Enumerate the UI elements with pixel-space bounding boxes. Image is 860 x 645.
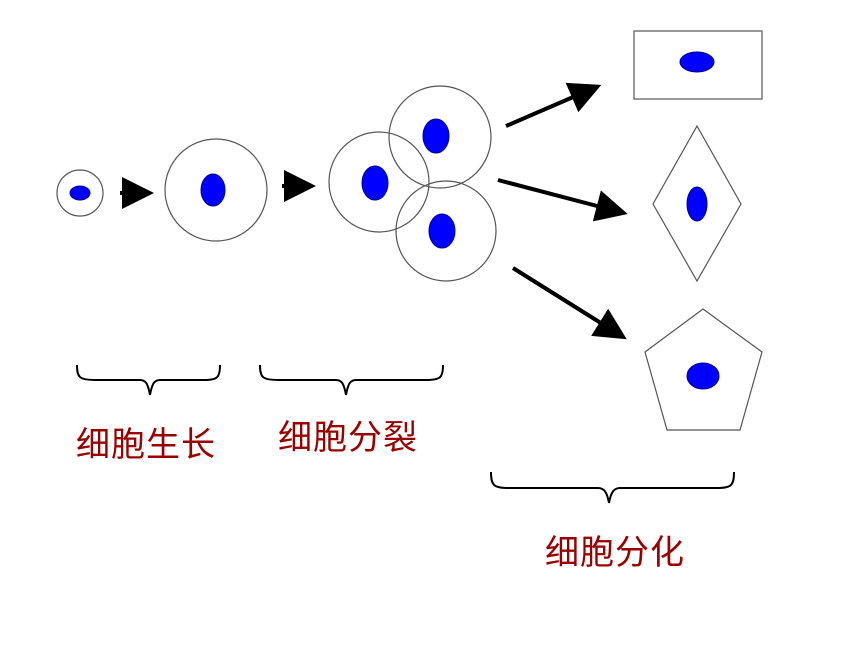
differentiation-arrow-top bbox=[505, 82, 602, 128]
differentiation-label: 细胞分化 bbox=[545, 533, 685, 573]
grown-cell-nucleus bbox=[200, 173, 226, 207]
differentiation-arrow-bottom bbox=[511, 266, 627, 340]
diamond-cell bbox=[652, 124, 742, 283]
growth-label: 细胞生长 bbox=[76, 425, 216, 465]
dividing-cells bbox=[328, 85, 497, 282]
small-cell bbox=[56, 169, 104, 217]
division-brace bbox=[259, 364, 444, 396]
rectangle-cell-nucleus bbox=[679, 51, 715, 73]
rectangle-cell bbox=[633, 30, 763, 100]
differentiation-arrow-middle bbox=[497, 178, 628, 222]
growth-brace bbox=[76, 364, 221, 396]
daughter-cell-top-membrane bbox=[388, 85, 492, 189]
division-label: 细胞分裂 bbox=[278, 418, 418, 458]
daughter-cell-top-nucleus bbox=[422, 118, 450, 154]
small-cell-nucleus bbox=[69, 185, 91, 201]
daughter-cell-left-nucleus bbox=[361, 165, 389, 201]
daughter-cell-left-membrane bbox=[328, 131, 430, 233]
grown-cell bbox=[164, 138, 268, 242]
pentagon-cell-nucleus bbox=[686, 362, 720, 390]
pentagon-cell bbox=[644, 308, 763, 431]
daughter-cell-bottom-nucleus bbox=[428, 213, 456, 249]
differentiation-brace bbox=[490, 471, 735, 504]
diamond-cell-nucleus bbox=[686, 186, 708, 222]
daughter-cell-bottom-membrane bbox=[395, 180, 497, 282]
